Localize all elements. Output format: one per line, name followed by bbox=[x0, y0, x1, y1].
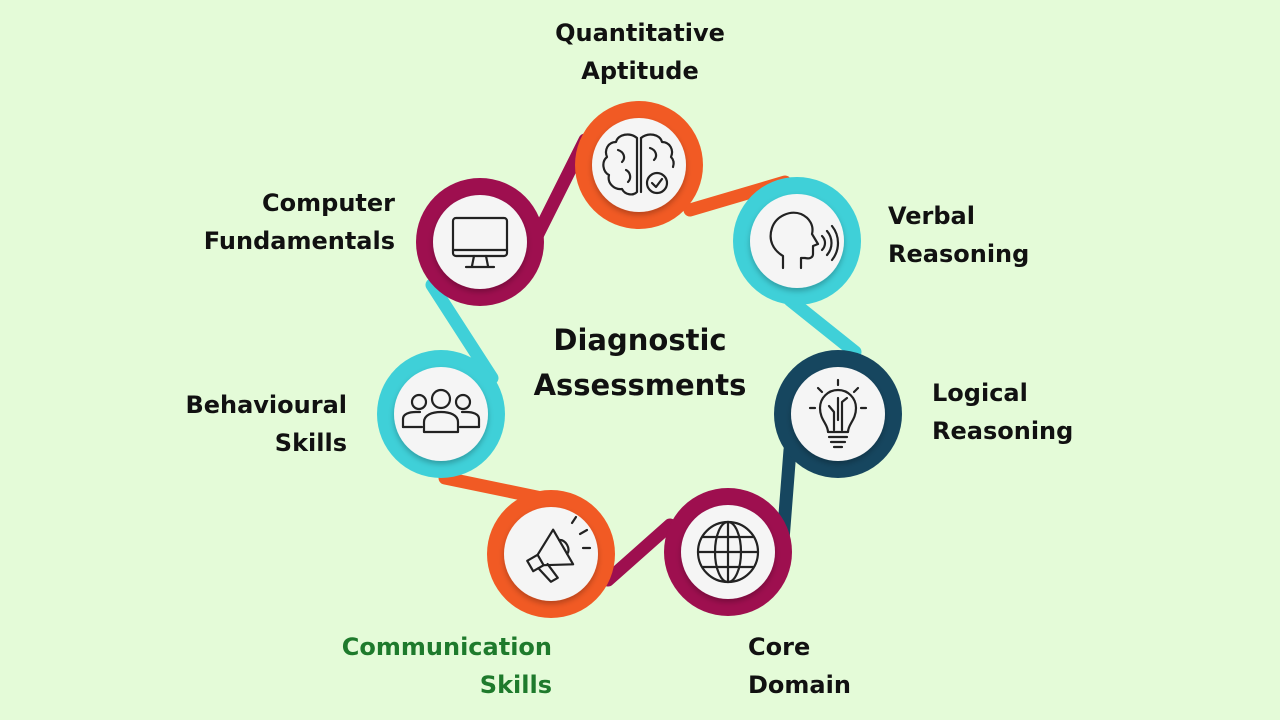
connectors bbox=[425, 133, 862, 587]
label-quantitative-aptitude-line-2: Aptitude bbox=[581, 57, 699, 85]
globe-icon bbox=[696, 520, 760, 584]
label-communication-skills: Communication Skills bbox=[272, 628, 552, 704]
label-computer-fundamentals: Computer Fundamentals bbox=[140, 184, 395, 260]
disc-communication-skills bbox=[504, 507, 598, 601]
label-verbal-reasoning-line-2: Reasoning bbox=[888, 240, 1030, 268]
node-behavioural-skills bbox=[377, 350, 505, 478]
label-behavioural-skills-line-1: Behavioural bbox=[185, 391, 347, 419]
speaking-head-icon bbox=[769, 211, 840, 270]
label-verbal-reasoning: Verbal Reasoning bbox=[888, 197, 1029, 273]
label-logical-reasoning-line-2: Reasoning bbox=[932, 417, 1074, 445]
diagram-title-line-1: Diagnostic bbox=[553, 323, 727, 357]
node-communication-skills bbox=[487, 490, 615, 618]
brain-icon bbox=[602, 133, 675, 196]
label-behavioural-skills-line-2: Skills bbox=[274, 429, 347, 457]
label-behavioural-skills: Behavioural Skills bbox=[120, 386, 347, 462]
connector-core-to-communication bbox=[601, 518, 677, 587]
label-verbal-reasoning-line-1: Verbal bbox=[888, 202, 975, 230]
label-quantitative-aptitude-line-1: Quantitative bbox=[555, 19, 725, 47]
node-verbal-reasoning bbox=[733, 177, 861, 305]
connector-verbal-to-logical bbox=[783, 293, 862, 359]
label-logical-reasoning-line-1: Logical bbox=[932, 379, 1028, 407]
node-logical-reasoning bbox=[774, 350, 902, 478]
diagram-title: Diagnostic Assessments bbox=[490, 318, 790, 408]
node-computer-fundamentals bbox=[416, 178, 544, 306]
diagram-title-line-2: Assessments bbox=[533, 368, 747, 402]
disc-quantitative-aptitude bbox=[592, 118, 686, 212]
label-core-domain: Core Domain bbox=[748, 628, 851, 704]
people-group-icon bbox=[401, 388, 481, 434]
disc-computer-fundamentals bbox=[433, 195, 527, 289]
monitor-icon bbox=[451, 216, 509, 269]
label-core-domain-line-1: Core bbox=[748, 633, 811, 661]
node-core-domain bbox=[664, 488, 792, 616]
label-quantitative-aptitude: Quantitative Aptitude bbox=[520, 14, 760, 90]
connector-behavioural-to-computer bbox=[425, 278, 499, 385]
label-computer-fundamentals-line-2: Fundamentals bbox=[203, 227, 395, 255]
label-core-domain-line-2: Domain bbox=[748, 671, 851, 699]
label-computer-fundamentals-line-1: Computer bbox=[262, 189, 395, 217]
lightbulb-icon bbox=[808, 378, 868, 449]
megaphone-icon bbox=[526, 515, 592, 583]
label-communication-skills-line-1: Communication bbox=[341, 633, 552, 661]
label-logical-reasoning: Logical Reasoning bbox=[932, 374, 1073, 450]
node-quantitative-aptitude bbox=[575, 101, 703, 229]
label-communication-skills-line-2: Skills bbox=[479, 671, 552, 699]
disc-verbal-reasoning bbox=[750, 194, 844, 288]
disc-behavioural-skills bbox=[394, 367, 488, 461]
